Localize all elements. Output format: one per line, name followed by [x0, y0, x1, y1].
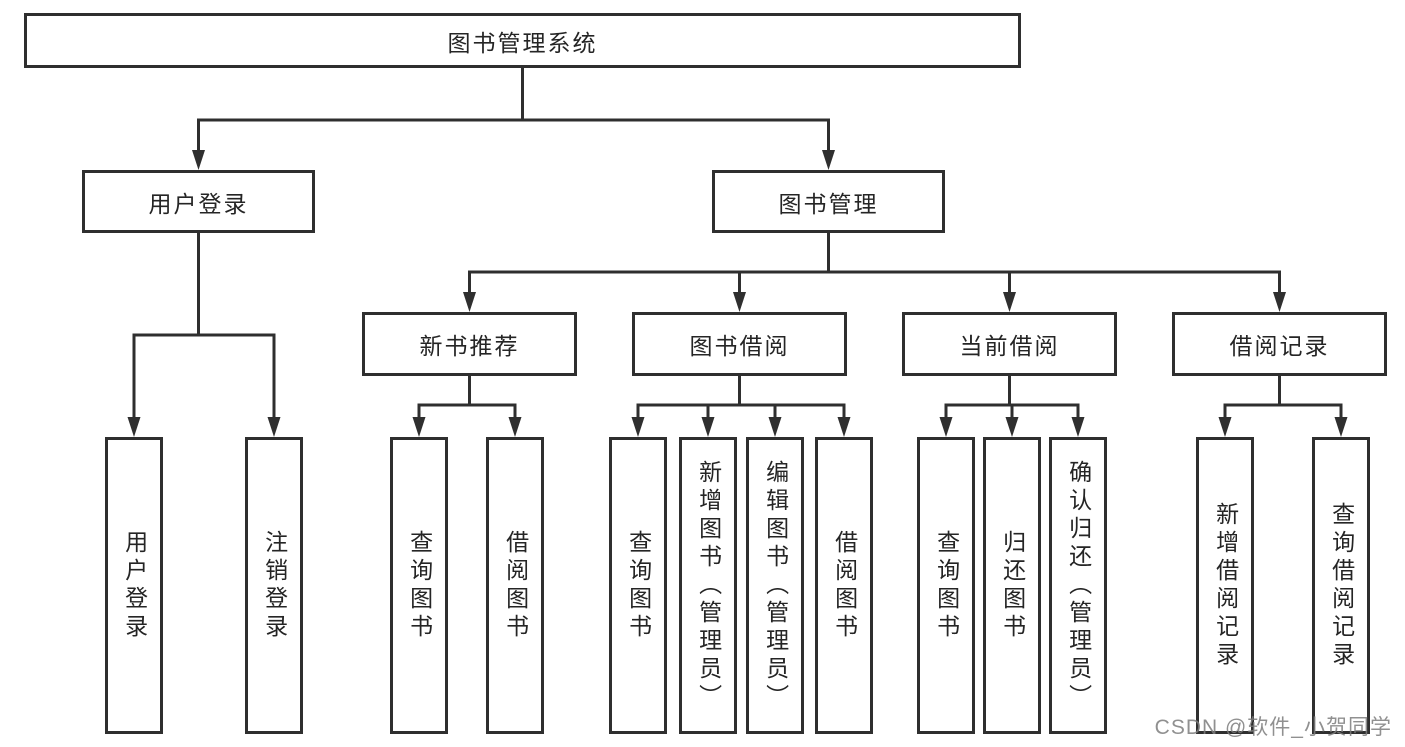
arrowhead	[768, 417, 782, 437]
arrowhead	[701, 417, 715, 437]
arrowhead	[1334, 417, 1348, 437]
arrowhead	[267, 417, 281, 437]
arrowhead	[733, 292, 746, 312]
connector-current-borrow-to-leaves	[939, 376, 1085, 437]
arrowhead	[939, 417, 953, 437]
connector-root-to-level2	[192, 68, 835, 170]
leaf-logout: 注销登录	[245, 437, 303, 734]
connector-borrow-records-to-leaves	[1218, 376, 1348, 437]
leaf-recommend-borrow-books: 借阅图书	[486, 437, 544, 734]
arrowhead	[1071, 417, 1085, 437]
node-book-management: 图书管理	[712, 170, 945, 233]
connector-new-book-recommend-to-leaves	[412, 376, 522, 437]
node-borrow-records: 借阅记录	[1172, 312, 1387, 376]
connector-user-login-to-leaves	[127, 233, 281, 437]
leaf-borrow-borrow-books: 借阅图书	[815, 437, 873, 734]
arrowhead	[412, 417, 426, 437]
leaf-borrow-add-books-admin: 新增图书（管理员）	[679, 437, 737, 734]
leaf-current-confirm-return-admin: 确认归还（管理员）	[1049, 437, 1107, 734]
leaf-records-query-record: 查询借阅记录	[1312, 437, 1370, 734]
arrowhead	[837, 417, 851, 437]
arrowhead	[631, 417, 645, 437]
leaf-borrow-query-books: 查询图书	[609, 437, 667, 734]
node-current-borrow: 当前借阅	[902, 312, 1117, 376]
node-library-management-system: 图书管理系统	[24, 13, 1021, 68]
arrowhead	[822, 150, 835, 170]
connector-book-management-to-level3	[463, 233, 1286, 312]
leaf-recommend-query-books: 查询图书	[390, 437, 448, 734]
watermark: CSDN @软件_小贺同学	[1154, 716, 1392, 739]
node-new-book-recommend: 新书推荐	[362, 312, 577, 376]
node-user-login: 用户登录	[82, 170, 315, 233]
leaf-records-add-record: 新增借阅记录	[1196, 437, 1254, 734]
leaf-user-login: 用户登录	[105, 437, 163, 734]
arrowhead	[1005, 417, 1019, 437]
arrowhead	[1003, 292, 1016, 312]
arrowhead	[1218, 417, 1232, 437]
connector-book-borrow-to-leaves	[631, 376, 851, 437]
arrowhead	[127, 417, 141, 437]
arrowhead	[192, 150, 205, 170]
node-book-borrow: 图书借阅	[632, 312, 847, 376]
leaf-current-return-books: 归还图书	[983, 437, 1041, 734]
leaf-current-query-books: 查询图书	[917, 437, 975, 734]
arrowhead	[1273, 292, 1286, 312]
arrowhead	[508, 417, 522, 437]
arrowhead	[463, 292, 476, 312]
leaf-borrow-edit-books-admin: 编辑图书（管理员）	[746, 437, 804, 734]
